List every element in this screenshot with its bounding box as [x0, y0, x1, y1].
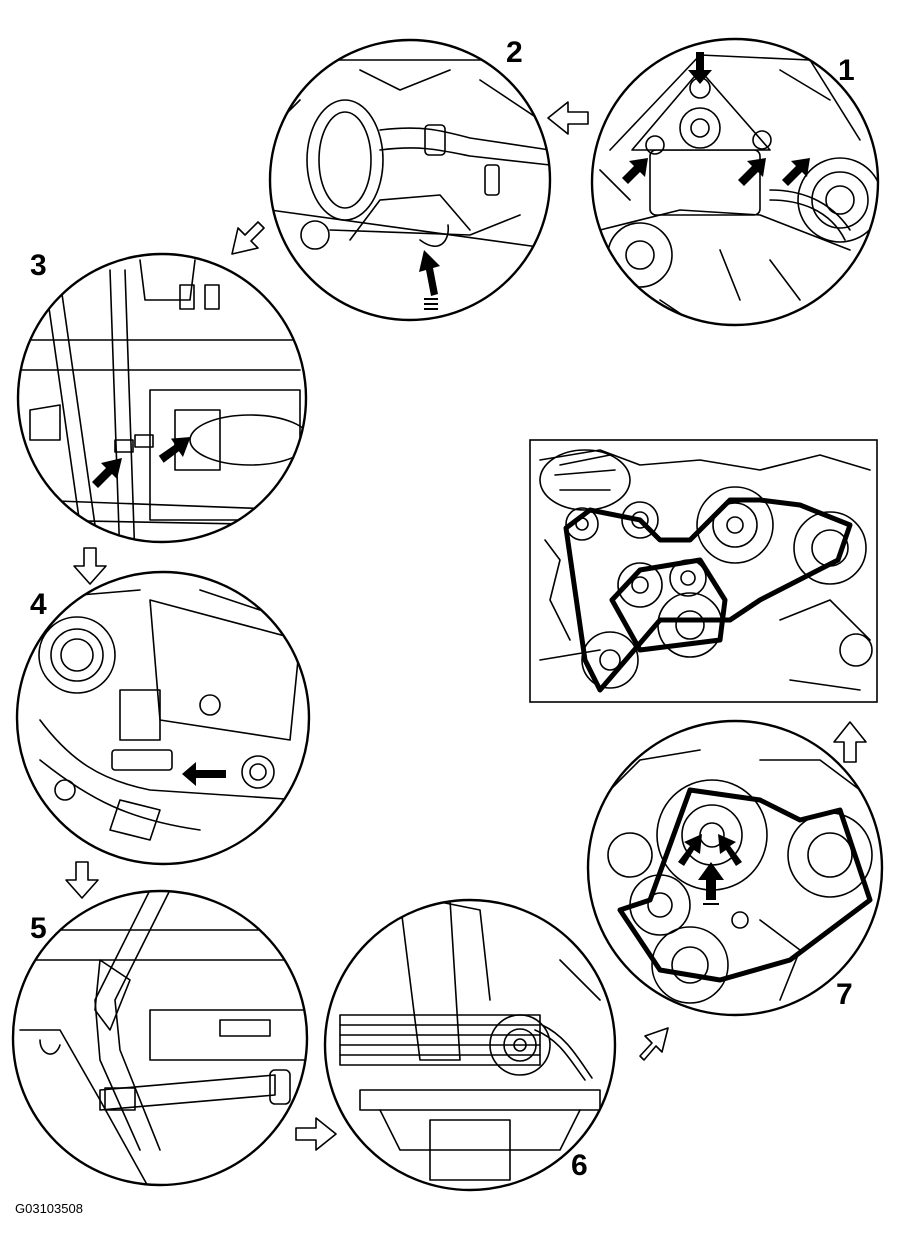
- belt-routing-diagram: [529, 439, 878, 703]
- flow-arrow-6-to-7: [639, 1027, 669, 1061]
- flow-arrow-5-to-6: [295, 1117, 337, 1151]
- step-1-illustration: 1: [590, 37, 880, 327]
- flow-arrow-7-to-routing: [833, 721, 867, 763]
- step-7-number: 7: [836, 978, 853, 1011]
- step-3-number: 3: [30, 249, 47, 282]
- step-7-illustration: 7: [586, 719, 884, 1017]
- step-1-number: 1: [838, 54, 855, 87]
- step-2-number: 2: [506, 36, 523, 69]
- flow-arrow-4-to-5: [65, 861, 99, 899]
- step-3-illustration: 3: [16, 249, 308, 544]
- flow-arrow-1-to-2: [547, 101, 589, 135]
- flow-arrow-2-to-3: [231, 221, 265, 255]
- step-6-illustration: 6: [323, 898, 617, 1192]
- flow-arrow-3-to-4: [73, 547, 107, 585]
- figure-id-label: G03103508: [15, 1201, 83, 1216]
- step-4-illustration: 4: [15, 570, 311, 866]
- step-6-number: 6: [571, 1149, 588, 1182]
- step-2-illustration: 2: [268, 36, 552, 322]
- step-4-number: 4: [30, 588, 47, 621]
- step-5-illustration: 5: [11, 889, 309, 1187]
- step-5-number: 5: [30, 912, 47, 945]
